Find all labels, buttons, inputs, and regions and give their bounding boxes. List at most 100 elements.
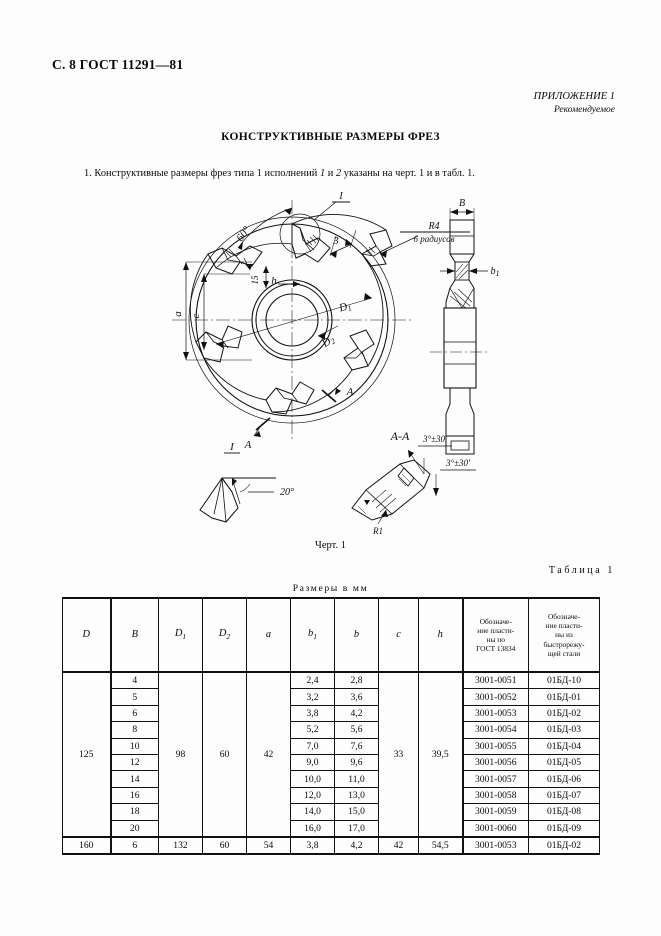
specifications-table: D B D1 D2 a b1 b c h Обозначе-ние пласти… <box>62 597 600 856</box>
cell-B: 8 <box>109 721 159 739</box>
cell-plate-hss: 01БД-10 <box>528 671 600 690</box>
cell-b1: 16,0 <box>290 819 335 838</box>
col-header-c: c <box>378 597 419 673</box>
cell-plate-gost: 3001-0052 <box>462 688 529 706</box>
cell-D: 160 <box>62 835 111 856</box>
cell-plate-gost: 3001-0055 <box>462 737 529 755</box>
table-row: 160 6 132 60 54 3,8 4,2 42 54,5 3001-005… <box>62 835 600 856</box>
table-row: 20 16,0 17,0 3001-0060 01БД-09 <box>63 819 600 838</box>
cell-B: 12 <box>109 753 159 772</box>
paragraph-text-after: указаны на черт. 1 и в табл. 1. <box>343 168 475 179</box>
col-header-h: h <box>418 597 464 673</box>
paragraph-italic-two: 2 <box>335 168 342 179</box>
cell-plate-gost: 3001-0060 <box>462 819 529 838</box>
table-header-row: D B D1 D2 a b1 b c h Обозначе-ние пласти… <box>62 597 600 673</box>
cell-b: 2,8 <box>334 671 379 690</box>
cell-b1: 2,4 <box>290 671 335 690</box>
cell-plate-hss: 01БД-01 <box>528 688 600 706</box>
cell-plate-gost: 3001-0057 <box>462 770 529 788</box>
col-header-D2: D2 <box>202 597 247 673</box>
table-row: 6 3,8 4,2 3001-0053 01БД-02 <box>63 704 600 723</box>
label-side-b1: b1 <box>491 266 500 278</box>
cell-plate-gost: 3001-0053 <box>462 835 529 856</box>
table-label: Таблица 1 <box>548 565 615 576</box>
cell-c: 42 <box>378 835 419 856</box>
label-section-a-right: A <box>346 386 354 398</box>
cell-B: 20 <box>109 819 159 838</box>
cell-B: 16 <box>109 786 159 805</box>
cell-b1: 12,0 <box>290 786 335 805</box>
table-row: 14 10,0 11,0 3001-0057 01БД-06 <box>63 770 600 788</box>
cell-D: 125 <box>62 671 111 838</box>
cell-plate-hss: 01БД-08 <box>528 803 600 821</box>
cell-plate-gost: 3001-0054 <box>462 721 529 739</box>
col-header-B: B <box>109 597 159 673</box>
cell-D1: 98 <box>158 671 203 838</box>
label-detail-angle: 20° <box>280 487 294 498</box>
cell-D1: 132 <box>158 835 203 856</box>
cell-h: 54,5 <box>418 835 464 856</box>
cell-B: 18 <box>109 803 159 821</box>
appendix-title: ПРИЛОЖЕНИЕ 1 <box>533 91 615 102</box>
label-section-title: A-A <box>390 429 410 443</box>
appendix-subtitle: Рекомендуемое <box>553 105 615 116</box>
cell-b: 17,0 <box>334 819 379 838</box>
label-section-angle-1: 3°±30' <box>422 434 448 444</box>
table-row: 12 9,0 9,6 3001-0056 01БД-05 <box>63 753 600 772</box>
label-dim-15: 15 <box>250 275 260 285</box>
paragraph-text-before: Конструктивные размеры фрез типа 1 испол… <box>94 168 318 179</box>
paragraph-italic-one: 1 <box>319 168 326 179</box>
cell-b: 4,2 <box>334 704 379 723</box>
cell-b1: 3,8 <box>290 704 335 723</box>
cell-plate-hss: 01БД-02 <box>528 835 600 856</box>
label-section-angle-2: 3°±30' <box>445 458 471 468</box>
label-detail-marker-i: I <box>338 192 343 202</box>
cell-plate-hss: 01БД-03 <box>528 721 600 739</box>
label-side-b: B <box>459 198 465 209</box>
cell-b: 3,6 <box>334 688 379 706</box>
cell-B: 4 <box>109 671 159 690</box>
cell-b1: 3,2 <box>290 688 335 706</box>
technical-drawing: 60° I R4 6 радиусов a c 15 h 3 D1 D2 A A… <box>0 192 661 542</box>
cell-b: 4,2 <box>334 835 379 856</box>
appendix-block: ПРИЛОЖЕНИЕ 1 Рекомендуемое <box>534 90 615 117</box>
cell-D2: 60 <box>202 671 247 838</box>
cell-B: 5 <box>109 688 159 706</box>
paragraph-conjunction: и <box>327 168 334 179</box>
cell-b: 5,6 <box>334 721 379 739</box>
label-dim-c: c <box>190 313 202 318</box>
cell-plate-hss: 01БД-04 <box>528 737 600 755</box>
figure-caption: Черт. 1 <box>315 540 346 551</box>
cell-plate-hss: 01БД-05 <box>528 753 600 772</box>
col-header-D1: D1 <box>158 597 203 673</box>
cell-plate-hss: 01БД-09 <box>528 819 600 838</box>
cell-plate-gost: 3001-0058 <box>462 786 529 805</box>
cell-B: 6 <box>109 835 159 856</box>
label-dim-3: 3 <box>332 235 339 247</box>
label-section-r1: R1 <box>372 526 383 536</box>
cell-b1: 14,0 <box>290 803 335 821</box>
cell-b: 13,0 <box>334 786 379 805</box>
cell-plate-gost: 3001-0051 <box>462 671 529 690</box>
cell-plate-gost: 3001-0059 <box>462 803 529 821</box>
col-header-b1: b1 <box>290 597 335 673</box>
cell-B: 14 <box>109 770 159 788</box>
cell-a: 42 <box>246 671 291 838</box>
table-row: 18 14,0 15,0 3001-0059 01БД-08 <box>63 803 600 821</box>
table-body: 125 4 98 60 42 2,4 2,8 33 39,5 3001-0051… <box>62 671 600 856</box>
table-row: 5 3,2 3,6 3001-0052 01БД-01 <box>63 688 600 706</box>
cell-b1: 5,2 <box>290 721 335 739</box>
label-radius-r4: R4 <box>427 221 439 232</box>
label-radius-count: 6 радиусов <box>414 234 455 244</box>
intro-paragraph: 1. Конструктивные размеры фрез типа 1 ис… <box>84 168 475 179</box>
cell-b: 15,0 <box>334 803 379 821</box>
col-header-b: b <box>334 597 379 673</box>
cell-b: 11,0 <box>334 770 379 788</box>
table-row: 16 12,0 13,0 3001-0058 01БД-07 <box>63 786 600 805</box>
label-section-a-left: A <box>244 439 252 451</box>
table-row: 8 5,2 5,6 3001-0054 01БД-03 <box>63 721 600 739</box>
cell-b: 9,6 <box>334 753 379 772</box>
